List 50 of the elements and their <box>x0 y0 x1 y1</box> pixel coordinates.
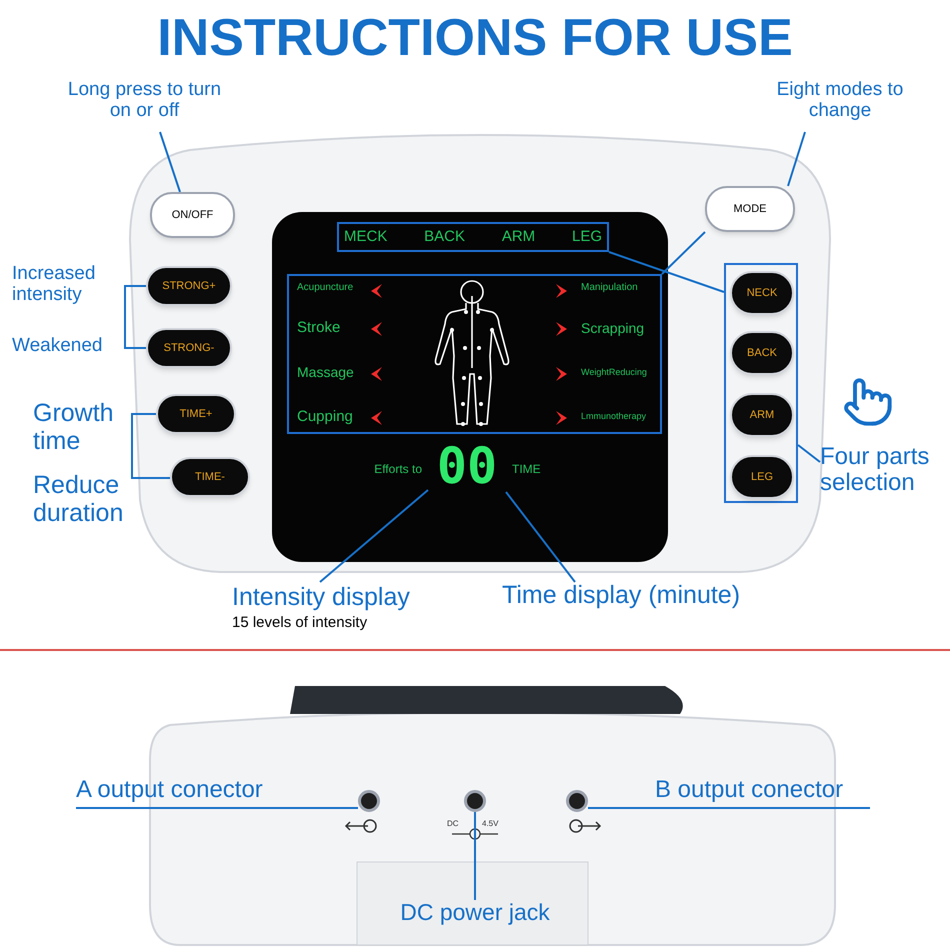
screen-text: LEG <box>572 226 602 247</box>
screen-text: TIME <box>512 461 541 478</box>
callout-label: Four parts selection <box>820 444 948 506</box>
screen-text: WeightReducing <box>581 366 647 379</box>
callout-label: Eight modes to change <box>765 80 915 132</box>
callout-label: Intensity display <box>232 582 411 612</box>
leader-line <box>76 807 358 809</box>
screen-text: Lmmunotherapy <box>581 410 646 423</box>
screen-text: BACK <box>424 226 466 247</box>
digit-display: 00 <box>436 436 498 496</box>
title: INSTRUCTIONS FOR USE <box>156 12 794 64</box>
callout-label: Time display (minute) <box>502 582 754 614</box>
leader-line <box>797 444 821 463</box>
leader-line <box>608 251 724 293</box>
button: TIME- <box>170 457 250 497</box>
callout-label: Weakened <box>12 336 120 362</box>
callout-label: B output conector <box>655 777 873 808</box>
leader-line <box>505 491 576 583</box>
screen-therapy-frame <box>287 274 662 434</box>
callout-label: Increased intensity <box>12 264 117 308</box>
port-label: DC <box>447 818 459 830</box>
callout-label: Reduce duration <box>33 472 145 528</box>
screen-text: Acupuncture <box>297 281 354 295</box>
leader-line <box>159 132 181 192</box>
screen-text: Scrapping <box>581 319 644 338</box>
button-group-frame <box>724 263 798 503</box>
power-button: ON/OFF <box>150 192 235 238</box>
button: STRONG+ <box>146 266 232 306</box>
screen-text: Efforts to <box>374 461 422 478</box>
port-label: 4.5V <box>482 818 498 830</box>
screen-mode-frame <box>337 222 609 252</box>
callout-label: A output conector <box>76 777 294 808</box>
callout-note: 15 levels of intensity <box>232 613 368 633</box>
leader-line <box>661 231 706 275</box>
leader-line <box>588 807 870 809</box>
callout-label: Long press to turn on or off <box>62 80 227 132</box>
screen-text: ARM <box>502 226 536 247</box>
bracket-line <box>131 413 170 479</box>
mode-button: MODE <box>705 186 795 232</box>
screen-text: Stroke <box>297 318 340 338</box>
leader-line <box>787 132 806 186</box>
screen-text: Manipulation <box>581 281 638 295</box>
screen-text: Massage <box>297 363 354 382</box>
callout-label: Growth time <box>33 400 128 456</box>
button: TIME+ <box>156 394 236 434</box>
screen-text: MECK <box>344 226 388 247</box>
button: STRONG- <box>146 328 232 368</box>
leader-line <box>319 489 429 583</box>
screen-text: Cupping <box>297 407 353 427</box>
bracket-line <box>124 285 146 349</box>
